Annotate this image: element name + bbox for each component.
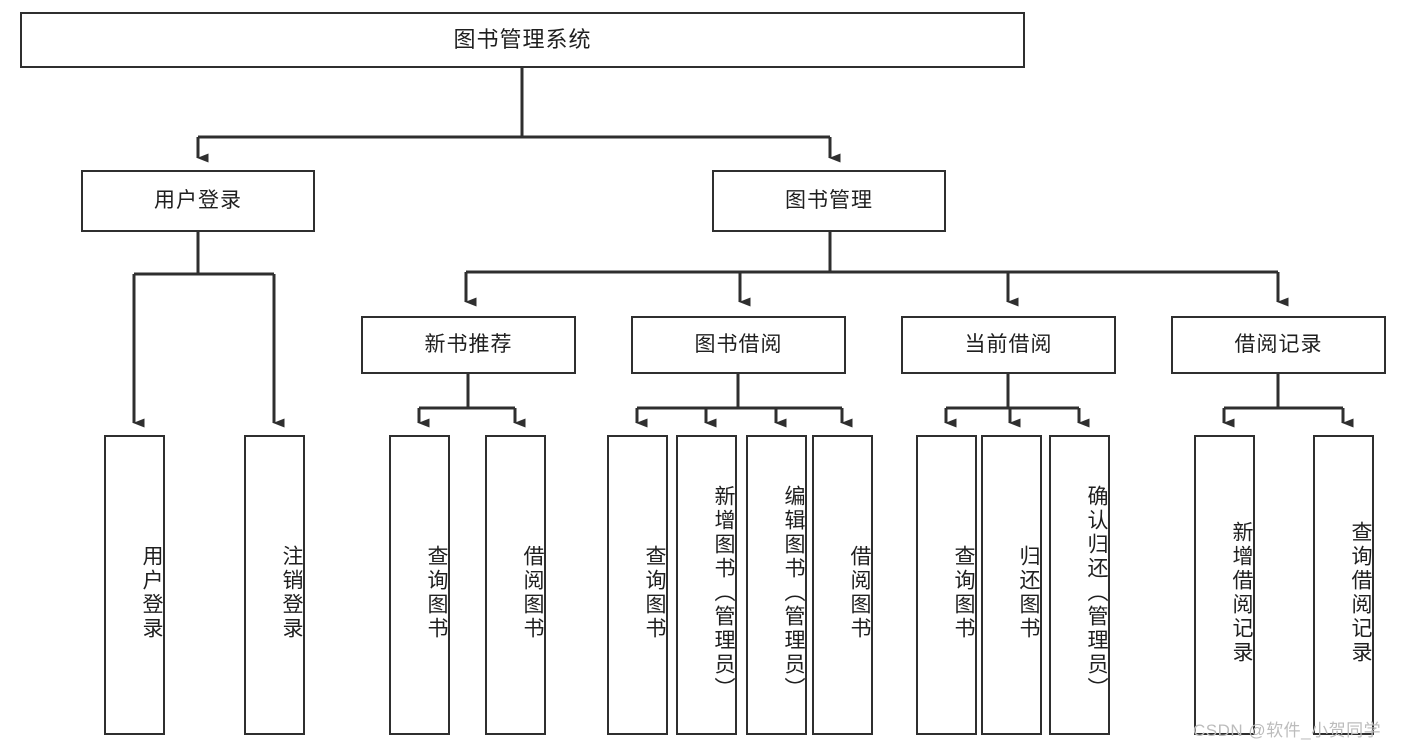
leaf-query-book-current[interactable]: 查询图书 xyxy=(916,435,977,735)
node-user-login[interactable]: 用户登录 xyxy=(81,170,315,232)
leaf-add-borrow-record[interactable]: 新增借阅记录 xyxy=(1194,435,1255,735)
node-book-borrow[interactable]: 图书借阅 xyxy=(631,316,846,374)
leaf-query-borrow-record[interactable]: 查询借阅记录 xyxy=(1313,435,1374,735)
leaf-edit-book-admin[interactable]: 编辑图书（管理员） xyxy=(746,435,807,735)
leaf-confirm-return-admin[interactable]: 确认归还（管理员） xyxy=(1049,435,1110,735)
leaf-borrow-book[interactable]: 借阅图书 xyxy=(812,435,873,735)
leaf-add-book-admin[interactable]: 新增图书（管理员） xyxy=(676,435,737,735)
leaf-logout[interactable]: 注销登录 xyxy=(244,435,305,735)
csdn-watermark: CSDN @软件_小贺同学 xyxy=(1193,721,1382,740)
node-root-book-management-system[interactable]: 图书管理系统 xyxy=(20,12,1025,68)
leaf-query-book-borrow[interactable]: 查询图书 xyxy=(607,435,668,735)
node-current-borrow[interactable]: 当前借阅 xyxy=(901,316,1116,374)
node-borrow-record[interactable]: 借阅记录 xyxy=(1171,316,1386,374)
node-new-book-recommendation[interactable]: 新书推荐 xyxy=(361,316,576,374)
leaf-borrow-book-new-rec[interactable]: 借阅图书 xyxy=(485,435,546,735)
node-book-management[interactable]: 图书管理 xyxy=(712,170,946,232)
leaf-return-book[interactable]: 归还图书 xyxy=(981,435,1042,735)
leaf-query-book-new-rec[interactable]: 查询图书 xyxy=(389,435,450,735)
leaf-user-login[interactable]: 用户登录 xyxy=(104,435,165,735)
